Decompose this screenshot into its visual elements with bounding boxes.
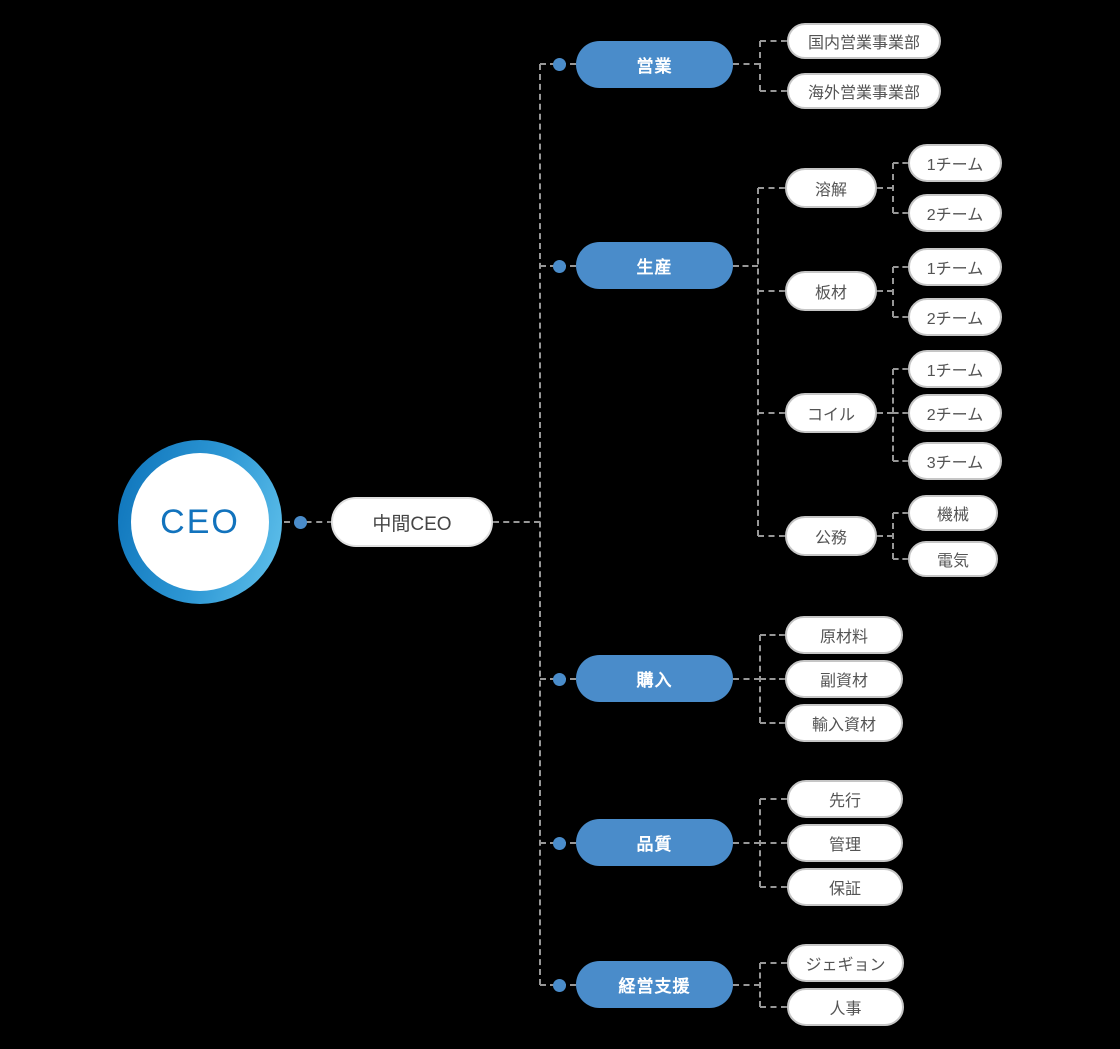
team-coil-3: 3チーム — [908, 442, 1002, 480]
connector-line-h — [760, 798, 787, 800]
unit-domestic-sales-division: 国内営業事業部 — [787, 23, 941, 59]
connector-line-v — [892, 267, 894, 317]
connector-line-h — [760, 962, 787, 964]
connector-line-h — [893, 512, 908, 514]
connector-line-h — [760, 90, 787, 92]
unit-jegyon: ジェギョン — [787, 944, 904, 982]
connector-line-v — [892, 369, 894, 461]
connector-line-h — [893, 212, 908, 214]
team-plate-2: 2チーム — [908, 298, 1002, 336]
team-coil-2: 2チーム — [908, 394, 1002, 432]
connector-line-v — [757, 188, 759, 536]
connector-line-h — [758, 187, 785, 189]
connector-line-v — [892, 513, 894, 559]
unit-raw-materials: 原材料 — [785, 616, 903, 654]
connector-trunk-v — [539, 64, 541, 985]
team-plate-1: 1チーム — [908, 248, 1002, 286]
section-melting: 溶解 — [785, 168, 877, 208]
branch-dot — [553, 979, 566, 992]
branch-dot — [553, 58, 566, 71]
connector-line-h — [760, 842, 787, 844]
connector-line-h — [733, 984, 760, 986]
connector-line-h — [733, 678, 760, 680]
dept-pill-production: 生産 — [576, 242, 733, 289]
dept-pill-quality: 品質 — [576, 819, 733, 866]
connector-line-h — [877, 187, 893, 189]
dept-pill-sales: 営業 — [576, 41, 733, 88]
connector-line-h — [284, 521, 333, 523]
connector-line-h — [758, 535, 785, 537]
connector-line-h — [758, 412, 785, 414]
unit-quality-control: 管理 — [787, 824, 903, 862]
connector-line-h — [760, 40, 787, 42]
connector-line-h — [893, 412, 908, 414]
connector-line-v — [759, 963, 761, 1007]
connector-line-h — [877, 535, 893, 537]
connector-line-h — [493, 521, 540, 523]
branch-dot — [553, 260, 566, 273]
connector-line-h — [760, 722, 785, 724]
connector-line-h — [760, 678, 785, 680]
unit-sub-materials: 副資材 — [785, 660, 903, 698]
team-coil-1: 1チーム — [908, 350, 1002, 388]
intermediate-ceo-node: 中間CEO — [331, 497, 493, 547]
ceo-label: CEO — [131, 453, 269, 591]
team-melting-2: 2チーム — [908, 194, 1002, 232]
connector-line-v — [892, 163, 894, 213]
section-coil: コイル — [785, 393, 877, 433]
dept-pill-management-support: 経営支援 — [576, 961, 733, 1008]
connector-line-h — [733, 842, 760, 844]
connector-line-h — [877, 412, 893, 414]
connector-line-h — [758, 290, 785, 292]
connector-line-h — [877, 290, 893, 292]
connector-line-h — [733, 63, 760, 65]
connector-line-h — [893, 316, 908, 318]
unit-advance-quality: 先行 — [787, 780, 903, 818]
branch-dot — [294, 516, 307, 529]
connector-line-v — [759, 41, 761, 91]
connector-line-h — [893, 368, 908, 370]
connector-line-h — [760, 886, 787, 888]
connector-line-h — [893, 266, 908, 268]
unit-machinery: 機械 — [908, 495, 998, 531]
unit-imported-materials: 輸入資材 — [785, 704, 903, 742]
ceo-node: CEO — [118, 440, 282, 604]
connector-line-h — [893, 558, 908, 560]
team-melting-1: 1チーム — [908, 144, 1002, 182]
connector-line-h — [733, 265, 758, 267]
connector-line-h — [893, 460, 908, 462]
dept-pill-purchasing: 購入 — [576, 655, 733, 702]
unit-hr: 人事 — [787, 988, 904, 1026]
connector-line-h — [760, 1006, 787, 1008]
unit-electric: 電気 — [908, 541, 998, 577]
unit-overseas-sales-division: 海外営業事業部 — [787, 73, 941, 109]
branch-dot — [553, 673, 566, 686]
unit-quality-assurance: 保証 — [787, 868, 903, 906]
section-facilities: 公務 — [785, 516, 877, 556]
section-plate: 板材 — [785, 271, 877, 311]
branch-dot — [553, 837, 566, 850]
connector-line-h — [893, 162, 908, 164]
connector-line-h — [760, 634, 785, 636]
